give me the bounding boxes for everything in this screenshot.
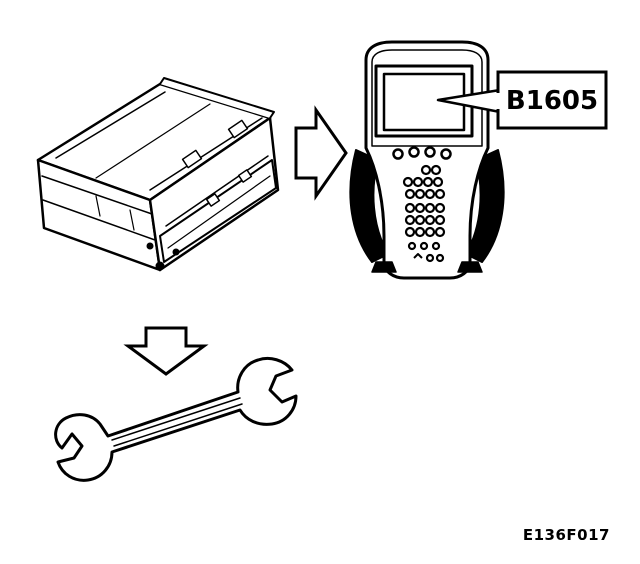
dtc-callout: B1605 bbox=[436, 70, 608, 130]
figure-id-label: E136F017 bbox=[522, 526, 610, 544]
keypad bbox=[402, 164, 446, 263]
ecu-module-icon bbox=[36, 77, 280, 272]
arrow-down-icon bbox=[123, 326, 209, 376]
scan-tool-icon bbox=[349, 40, 505, 280]
dtc-code-label: B1605 bbox=[506, 86, 598, 116]
arrow-right-icon bbox=[294, 105, 348, 201]
wrench-icon bbox=[54, 356, 298, 482]
